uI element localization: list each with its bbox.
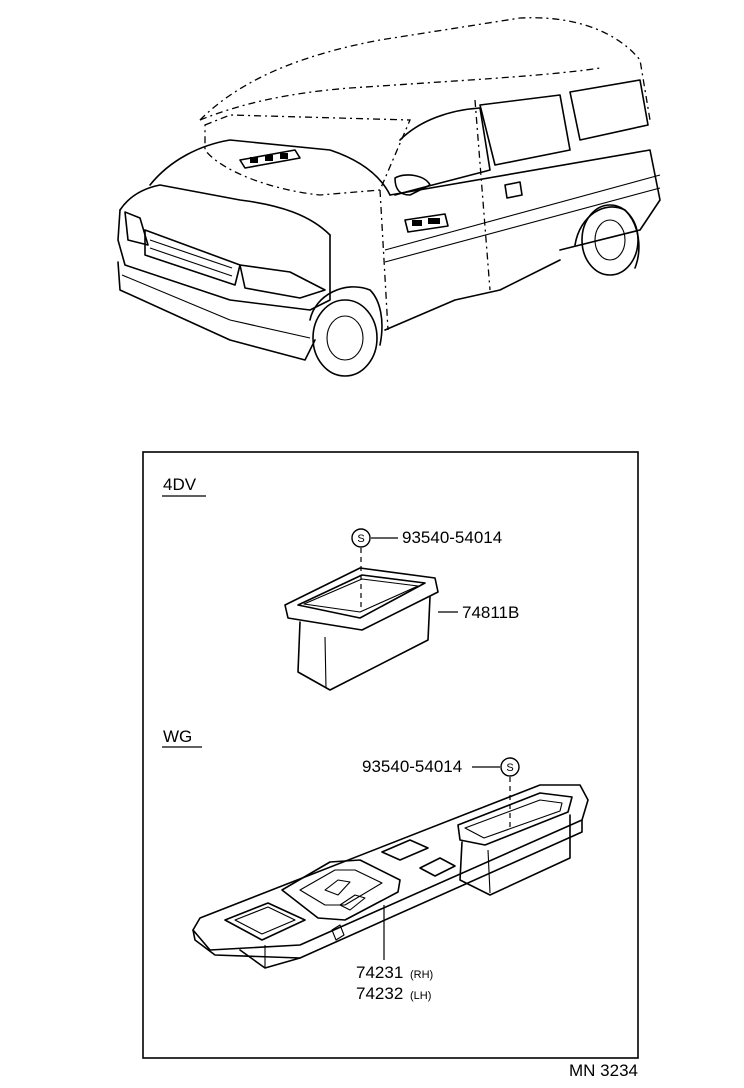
switch-location-door (404, 213, 449, 233)
part-number-screw-lower: 93540-54014 (362, 757, 462, 776)
screw-symbol-text: S (357, 533, 364, 545)
part-number-panel-rh: 74231 (356, 963, 403, 982)
part-number-screw-upper: 93540-54014 (402, 528, 502, 547)
bezel-4dv: 74811B (284, 567, 519, 691)
van-illustration (117, 17, 661, 377)
part-side-lh: (LH) (410, 990, 431, 1002)
switch-location-dash (239, 149, 301, 169)
screw-upper: S 93540-54014 (351, 528, 502, 610)
screw-symbol-icon (351, 528, 371, 548)
screw-symbol-text: S (506, 762, 513, 774)
part-side-rh: (RH) (410, 969, 433, 981)
section-label-wg: WG (163, 727, 192, 746)
screw-symbol-icon (500, 757, 520, 777)
part-number-panel-lh: 74232 (356, 984, 403, 1003)
panel-wg: 74231 (RH) 74232 (LH) (192, 784, 589, 1003)
diagram-id: MN 3234 (569, 1061, 638, 1080)
parts-frame (142, 451, 639, 1059)
section-label-4dv: 4DV (163, 475, 197, 494)
screw-lower: 93540-54014 S (362, 757, 520, 830)
part-number-bezel-4dv: 74811B (462, 603, 519, 622)
